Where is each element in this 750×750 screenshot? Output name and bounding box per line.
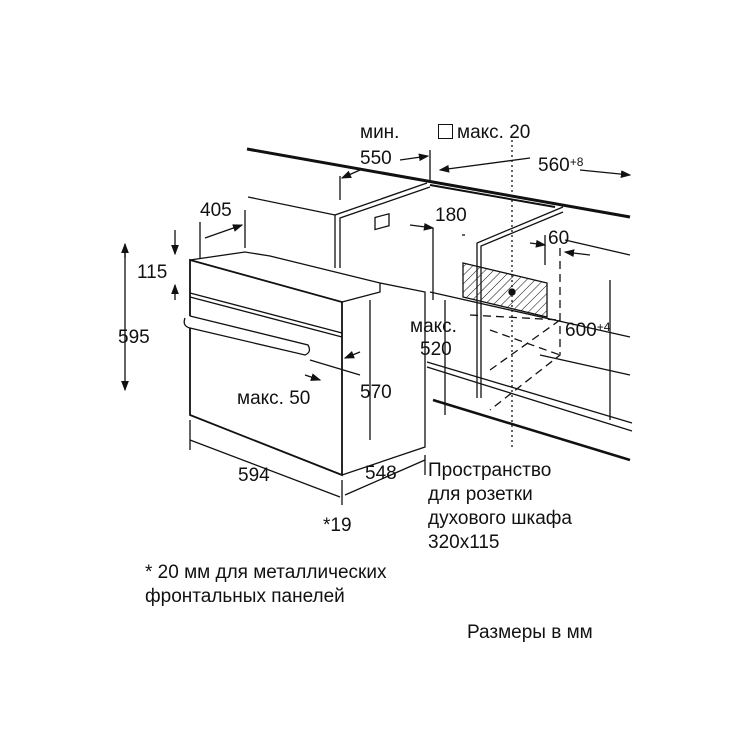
min-label: мин. — [360, 122, 400, 143]
socket-note-line: Пространство — [428, 460, 552, 481]
socket-note-line: 320x115 — [428, 532, 500, 553]
socket-note-line: духового шкафа — [428, 508, 572, 529]
countertop — [246, 147, 631, 219]
niche-height-600: 600+4 — [565, 320, 610, 342]
max-depth-520: 520 — [420, 339, 452, 360]
footnote: * 20 мм для металлических фронтальных па… — [145, 561, 386, 609]
panel-115: 115 — [137, 262, 168, 283]
units-note: Размеры в мм — [467, 622, 593, 643]
front-note-19: *19 — [323, 515, 352, 536]
footnote-line: * 20 мм для металлических — [145, 562, 387, 583]
cabinet-width-560: 560+8 — [538, 155, 583, 177]
offset-180: 180 — [435, 205, 467, 226]
depth-60: 60 — [548, 228, 570, 249]
socket-note: Пространство для розетки духового шкафа … — [428, 459, 572, 555]
footnote-line: фронтальных панелей — [145, 586, 345, 607]
max-gap-label: макс. 20 — [457, 122, 531, 143]
socket-note-line: для розетки — [428, 484, 533, 505]
depth-548: 548 — [365, 463, 397, 484]
dimension-lines — [121, 150, 632, 505]
cabinet-niche — [247, 182, 633, 462]
value: 600 — [565, 320, 597, 341]
value: 560 — [538, 155, 570, 176]
max-label: макс. — [410, 316, 457, 337]
depth-405: 405 — [200, 200, 232, 221]
height-595: 595 — [118, 327, 150, 348]
handle-max-50: макс. 50 — [237, 388, 311, 409]
square-icon — [438, 124, 453, 139]
tolerance: +4 — [596, 320, 611, 334]
height-570: 570 — [360, 382, 392, 403]
width-594: 594 — [238, 465, 270, 486]
tolerance: +8 — [569, 155, 584, 169]
socket-space — [462, 140, 561, 450]
oven — [183, 212, 426, 477]
max-gap-20: макс. 20 — [438, 122, 530, 144]
min-width-550: 550 — [360, 148, 392, 169]
